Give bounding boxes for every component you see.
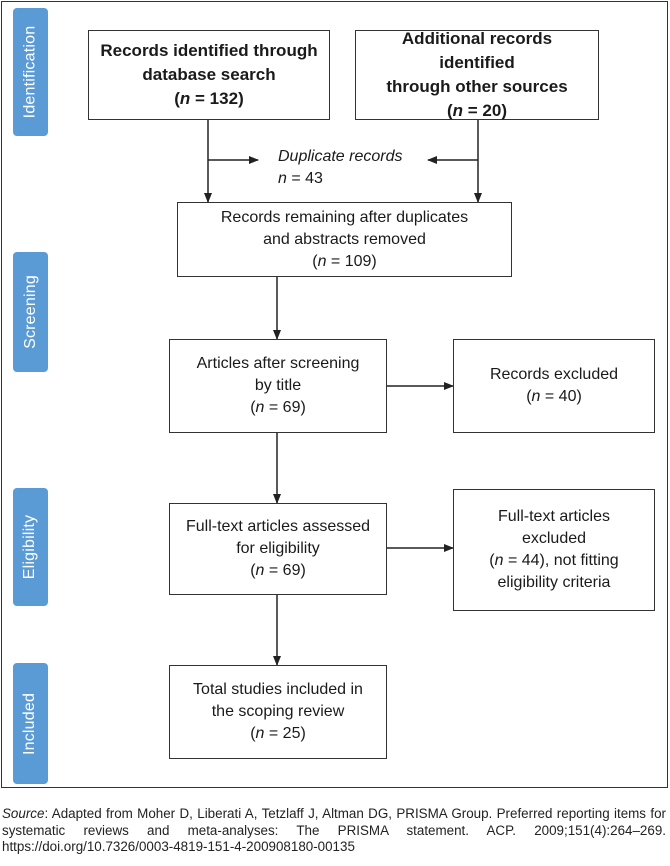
included-count: (n = 25) xyxy=(250,725,306,742)
duplicates-title: Duplicate records xyxy=(278,148,403,165)
duplicates-count: n = 43 xyxy=(278,170,323,187)
excluded-line1: Records excluded xyxy=(489,366,619,383)
screened-line1: Articles after screening xyxy=(196,355,360,372)
fulltext-excluded-line2: excluded xyxy=(521,530,587,547)
other-sources-line2: through other sources xyxy=(386,77,568,96)
source-label: Source xyxy=(2,806,45,821)
box-records-remaining: Records remaining after duplicates and a… xyxy=(177,202,512,277)
diagram-frame xyxy=(1,1,668,788)
source-text: : Adapted from Moher D, Liberati A, Tetz… xyxy=(2,806,666,854)
screened-count: (n = 69) xyxy=(250,399,306,416)
fulltext-excluded-line4: eligibility criteria xyxy=(497,574,611,591)
box-records-excluded: Records excluded (n = 40) xyxy=(453,339,655,433)
database-search-line1: Records identified through xyxy=(100,41,318,60)
fulltext-excluded-line1: Full-text articles xyxy=(497,508,611,525)
fulltext-line2: for eligibility xyxy=(236,540,320,557)
excluded-count: (n = 40) xyxy=(526,388,582,405)
screened-line2: by title xyxy=(254,377,302,394)
fulltext-count: (n = 69) xyxy=(250,562,306,579)
stage-identification: Identification xyxy=(13,8,48,136)
other-sources-count: (n = 20) xyxy=(446,101,508,120)
fulltext-excluded-count: (n = 44), not fitting xyxy=(489,552,619,569)
remaining-count: (n = 109) xyxy=(312,252,377,270)
stage-screening: Screening xyxy=(13,252,48,372)
stage-eligibility: Eligibility xyxy=(13,488,48,606)
box-database-search: Records identified through database sear… xyxy=(88,30,330,120)
box-fulltext-excluded: Full-text articles excluded (n = 44), no… xyxy=(453,489,655,611)
box-studies-included: Total studies included in the scoping re… xyxy=(169,665,387,759)
included-line2: the scoping review xyxy=(211,703,345,720)
database-search-line2: database search xyxy=(142,65,276,84)
other-sources-line1: Additional records identified xyxy=(401,29,553,72)
duplicates-note: Duplicate records n = 43 xyxy=(278,146,403,190)
fulltext-line1: Full-text articles assessed xyxy=(185,518,371,535)
box-articles-screened: Articles after screening by title (n = 6… xyxy=(169,339,387,433)
remaining-line1: Records remaining after duplicates xyxy=(220,208,469,226)
box-fulltext-assessed: Full-text articles assessed for eligibil… xyxy=(169,503,387,595)
source-citation: Source: Adapted from Moher D, Liberati A… xyxy=(2,806,666,856)
remaining-line2: and abstracts removed xyxy=(263,230,426,248)
stage-included: Included xyxy=(13,663,48,784)
included-line1: Total studies included in xyxy=(193,681,363,698)
box-other-sources: Additional records identified through ot… xyxy=(355,29,599,120)
database-search-count: (n = 132) xyxy=(174,89,244,108)
